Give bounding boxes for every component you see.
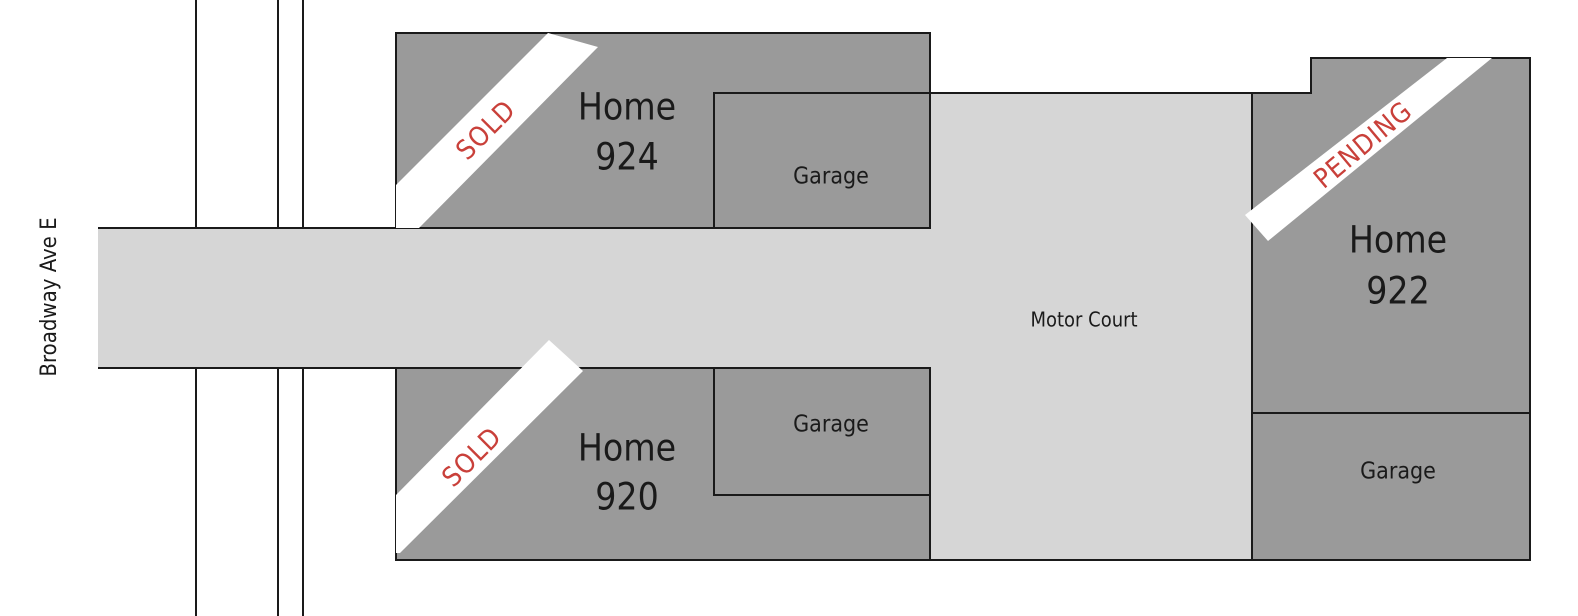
home-924-lot bbox=[395, 32, 931, 229]
sold-banner-920 bbox=[396, 340, 583, 553]
home-920-garage-label: Garage bbox=[793, 412, 869, 438]
driveway-edges bbox=[98, 92, 1311, 561]
street-name-label: Broadway Ave E bbox=[37, 217, 62, 376]
home-922-garage-label: Garage bbox=[1360, 459, 1436, 485]
motor-court-label: Motor Court bbox=[1030, 308, 1137, 332]
driveway bbox=[98, 93, 1252, 560]
home-922-label: Home bbox=[1349, 219, 1447, 262]
sidewalk-lines bbox=[195, 0, 304, 616]
home-924-label: Home bbox=[578, 86, 676, 129]
home-924-garage bbox=[713, 92, 931, 229]
home-922-number: 922 bbox=[1366, 270, 1430, 313]
home-920-number: 920 bbox=[595, 476, 659, 519]
home-924-number: 924 bbox=[595, 136, 659, 179]
sold-banner-924 bbox=[396, 33, 598, 228]
home-924-garage-label: Garage bbox=[793, 164, 869, 190]
pending-banner-922 bbox=[1245, 58, 1492, 241]
home-920-garage bbox=[713, 368, 930, 496]
home-920-label: Home bbox=[578, 427, 676, 470]
